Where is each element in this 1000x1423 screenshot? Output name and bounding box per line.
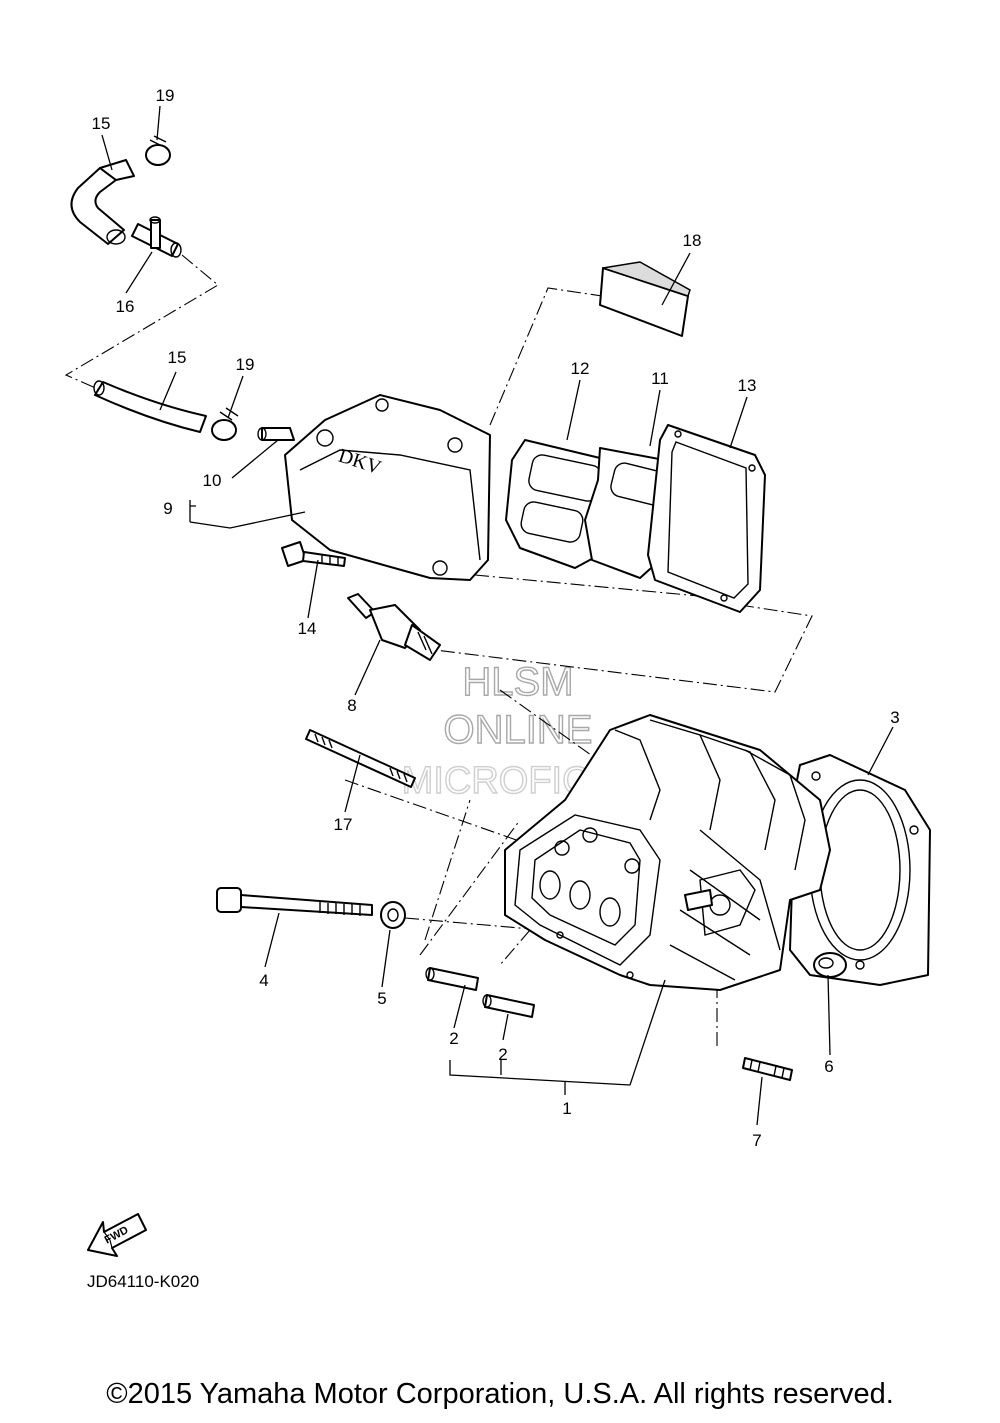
callout-3: 3 bbox=[890, 708, 899, 727]
callout-2-right: 2 bbox=[498, 1045, 507, 1064]
callout-1: 1 bbox=[562, 1099, 571, 1118]
callout-19-upper: 19 bbox=[156, 86, 175, 105]
callout-17: 17 bbox=[334, 815, 353, 834]
hose-clamp-lower bbox=[211, 407, 239, 441]
callout-4: 4 bbox=[259, 971, 268, 990]
callout-7: 7 bbox=[752, 1131, 761, 1150]
cover-bolt bbox=[281, 541, 346, 567]
dowel-pin-2 bbox=[482, 994, 535, 1018]
watermark-line-1: HLSM bbox=[462, 660, 573, 704]
callout-15-lower: 15 bbox=[168, 348, 187, 367]
alignment-lines bbox=[64, 254, 813, 1050]
cylinder-head bbox=[504, 714, 831, 991]
callout-2-left: 2 bbox=[449, 1029, 458, 1048]
fwd-arrow-icon: FWD bbox=[87, 1213, 147, 1257]
dowel-6 bbox=[813, 952, 847, 978]
hose-elbow bbox=[70, 159, 135, 245]
stud-bolt-long bbox=[305, 729, 416, 788]
hose-straight bbox=[93, 380, 207, 433]
diagram-code: JD64110-K020 bbox=[87, 1272, 199, 1291]
washer bbox=[380, 901, 406, 929]
callout-15-upper: 15 bbox=[92, 114, 111, 133]
leader-lines bbox=[101, 105, 894, 1126]
cover-gasket bbox=[647, 424, 766, 613]
callout-5: 5 bbox=[377, 989, 386, 1008]
dowel-pin-1 bbox=[425, 967, 479, 991]
callout-labels: 19 15 16 18 15 19 12 11 13 10 9 14 8 3 1… bbox=[92, 86, 900, 1150]
callout-13: 13 bbox=[738, 376, 757, 395]
callout-14: 14 bbox=[298, 619, 317, 638]
cylinder-head-cover: DKV bbox=[284, 394, 491, 581]
filter-element bbox=[599, 261, 691, 337]
breather-nipple bbox=[257, 427, 295, 441]
callout-18: 18 bbox=[683, 231, 702, 250]
callout-10: 10 bbox=[203, 471, 222, 490]
watermark-line-2: ONLINE bbox=[444, 708, 593, 752]
stud-bolt-short bbox=[742, 1057, 793, 1081]
copyright-notice: ©2015 Yamaha Motor Corporation, U.S.A. A… bbox=[106, 1378, 894, 1410]
callout-6: 6 bbox=[824, 1057, 833, 1076]
spark-plug bbox=[347, 593, 441, 661]
callout-19-lower: 19 bbox=[236, 355, 255, 374]
hose-clamp-upper bbox=[145, 135, 171, 166]
callout-16: 16 bbox=[116, 297, 135, 316]
callout-9: 9 bbox=[163, 499, 172, 518]
pipe-joint bbox=[131, 216, 182, 258]
callout-11: 11 bbox=[651, 369, 669, 388]
head-bolt bbox=[216, 887, 373, 916]
callout-12: 12 bbox=[571, 359, 590, 378]
callout-8: 8 bbox=[347, 696, 356, 715]
